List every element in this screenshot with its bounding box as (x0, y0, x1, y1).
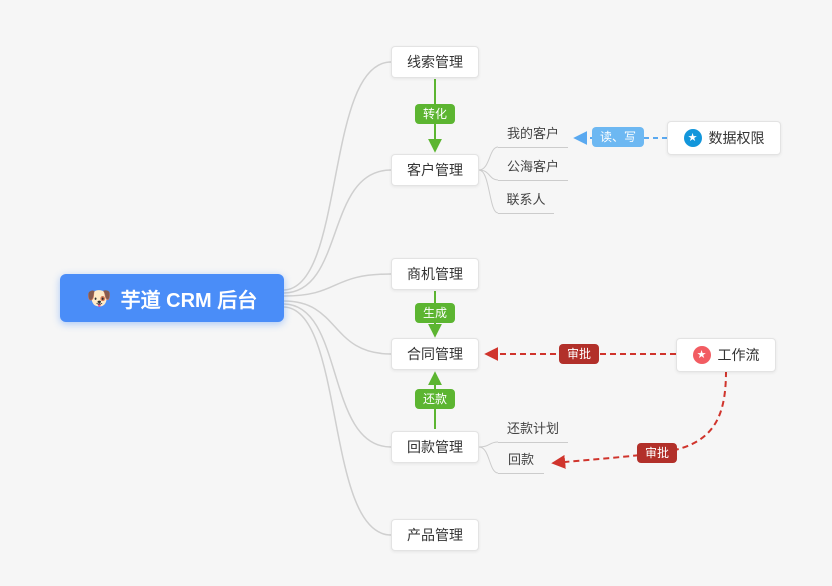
node-label: 商机管理 (407, 266, 463, 282)
badge-approve-contract: 审批 (558, 344, 600, 364)
node-label: 数据权限 (708, 130, 765, 146)
leaf-repayment-plan: 还款计划 (498, 421, 568, 443)
leaf-public-customers: 公海客户 (498, 159, 568, 181)
node-label: 回款管理 (407, 439, 463, 455)
node-label: 客户管理 (407, 162, 463, 178)
badge-read-write: 读、写 (591, 127, 645, 147)
node-label: 工作流 (717, 347, 760, 363)
node-leads-management: 线索管理 (391, 46, 479, 78)
node-data-permission: ★ 数据权限 (667, 121, 781, 155)
dog-emoji-icon: 🐶 (86, 287, 112, 310)
leaf-my-customers: 我的客户 (498, 126, 568, 148)
leaf-repayment: 回款 (498, 452, 544, 474)
badge-repay: 还款 (414, 389, 456, 409)
badge-generate: 生成 (414, 303, 456, 323)
node-label: 线索管理 (407, 54, 463, 70)
badge-approve-receivable: 审批 (636, 443, 678, 463)
node-label: 合同管理 (407, 346, 463, 362)
node-workflow: ★ 工作流 (676, 338, 776, 372)
node-contract-management: 合同管理 (391, 338, 479, 370)
node-customer-management: 客户管理 (391, 154, 479, 186)
leaf-contacts: 联系人 (498, 192, 554, 214)
star-icon: ★ (683, 129, 702, 147)
node-product-management: 产品管理 (391, 519, 479, 551)
node-opportunity-management: 商机管理 (391, 258, 479, 290)
badge-convert: 转化 (414, 104, 456, 124)
node-receivable-management: 回款管理 (391, 431, 479, 463)
star-icon: ★ (692, 346, 711, 364)
root-node-crm-backend: 🐶 芋道 CRM 后台 (60, 274, 284, 322)
root-node-label: 芋道 CRM 后台 (120, 289, 258, 312)
node-label: 产品管理 (407, 527, 463, 543)
